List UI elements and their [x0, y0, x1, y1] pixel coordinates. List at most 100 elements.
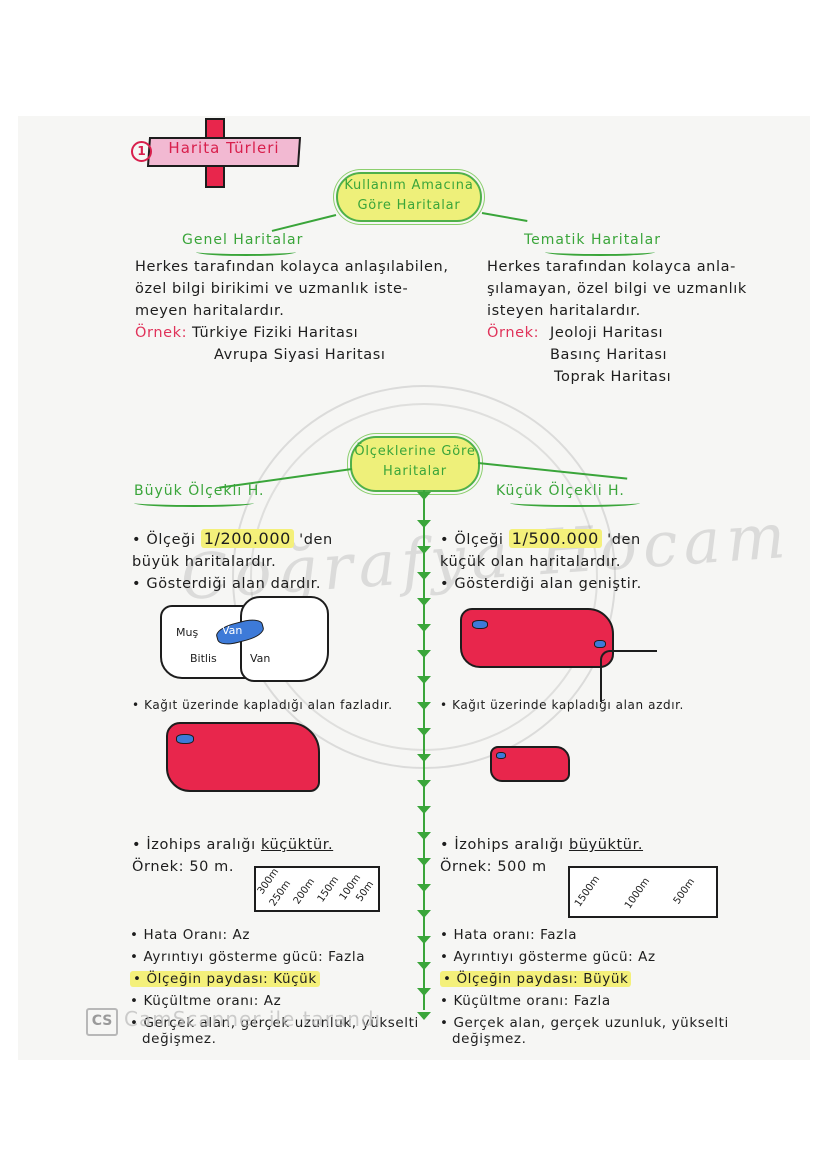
text-line: Örnek: 500 m — [440, 859, 547, 875]
property-item: • Hata Oranı: Az — [130, 927, 251, 943]
property-item: • Gerçek alan, gerçek uzunluk, yükselti — [440, 1015, 729, 1031]
divider-vine — [423, 490, 425, 1010]
bubble-line-1: Kullanım Amacına — [344, 178, 474, 193]
wavy-underline — [510, 499, 640, 507]
contour-label: 200m — [291, 876, 318, 907]
contour-box-small-interval: 300m 250m 200m 150m 100m 50m — [254, 866, 380, 912]
property-item-highlight: • Ölçeğin paydası: Küçük — [130, 971, 320, 987]
wavy-underline — [196, 248, 296, 256]
chevron-down-icon — [417, 492, 431, 500]
large-scale-properties: • Hata Oranı: Az • Ayrıntıyı gösterme gü… — [130, 924, 419, 1050]
chevron-down-icon — [417, 806, 431, 814]
chevron-down-icon — [417, 702, 431, 710]
property-item: • Küçültme oranı: Fazla — [440, 993, 611, 1009]
property-item: • Küçültme oranı: Az — [130, 993, 282, 1009]
general-maps-description: Herkes tarafından kolayca anlaşılabilen,… — [135, 256, 449, 322]
text-line: özel bilgi birikimi ve uzmanlık iste- — [135, 281, 409, 297]
bubble-line-2: Haritalar — [383, 464, 447, 479]
chevron-down-icon — [417, 988, 431, 996]
property-item: değişmez. — [142, 1031, 217, 1047]
chevron-down-icon — [417, 754, 431, 762]
chevron-down-icon — [417, 520, 431, 528]
text-segment: 'den — [299, 532, 333, 548]
contour-box-large-interval: 1500m 1000m 500m — [568, 866, 718, 918]
heading-small-scale: Küçük Ölçekli H. — [496, 483, 625, 499]
camscanner-logo-icon: CS — [86, 1008, 118, 1036]
text-line: küçük olan haritalardır. — [440, 554, 622, 570]
map-label: Van — [222, 624, 243, 637]
property-item: • Ayrıntıyı gösterme gücü: Fazla — [130, 949, 366, 965]
contour-interval-line: • İzohips aralığı büyüktür. Örnek: 500 m — [440, 834, 643, 878]
chevron-down-icon — [417, 832, 431, 840]
contour-interval-line: • İzohips aralığı küçüktür. Örnek: 50 m. — [132, 834, 333, 878]
text-line: Örnek: 50 m. — [132, 859, 235, 875]
bubble-by-scale: Ölçeklerine Göre Haritalar — [350, 436, 480, 492]
paper-area-line: • Kağıt üzerinde kapladığı alan azdır. — [440, 698, 684, 712]
property-item-highlight: • Ölçeğin paydası: Büyük — [440, 971, 632, 987]
chevron-down-icon — [417, 572, 431, 580]
chevron-down-icon — [417, 728, 431, 736]
chevron-down-icon — [417, 650, 431, 658]
turkey-map-large — [166, 722, 320, 792]
example-label: Örnek: — [487, 325, 540, 341]
text-line: • Gösterdiği alan dardır. — [132, 576, 322, 592]
example-item: Avrupa Siyasi Haritası — [214, 347, 386, 363]
regional-map-van — [240, 596, 329, 682]
chevron-down-icon — [417, 910, 431, 918]
thematic-examples: Jeoloji Haritası Basınç Haritası Toprak … — [550, 322, 671, 388]
property-item: • Hata oranı: Fazla — [440, 927, 578, 943]
bubble-usage-purpose: Kullanım Amacına Göre Haritalar — [336, 172, 482, 222]
text-segment: • Ölçeği — [132, 532, 196, 548]
property-item: • Ayrıntıyı gösterme gücü: Az — [440, 949, 656, 965]
text-segment: büyüktür. — [568, 837, 644, 853]
text-line: büyük haritalardır. — [132, 554, 277, 570]
example-item: Türkiye Fiziki Haritası — [192, 325, 359, 341]
contour-label: 1000m — [623, 875, 653, 912]
text-segment: küçüktür. — [260, 837, 334, 853]
map-label: Bitlis — [190, 652, 217, 665]
bubble-line-1: Ölçeklerine Göre — [354, 444, 476, 459]
text-line: şılamayan, özel bilgi ve uzmanlık — [487, 281, 747, 297]
neighbor-border-outline — [600, 650, 657, 702]
map-label: Muş — [176, 626, 199, 639]
general-examples: Türkiye Fiziki Haritası Avrupa Siyasi Ha… — [192, 322, 386, 366]
thematic-maps-description: Herkes tarafından kolayca anla- şılamaya… — [487, 256, 747, 322]
small-scale-definition: • Ölçeği 1/500.000 'den küçük olan harit… — [440, 528, 642, 595]
chevron-down-icon — [417, 962, 431, 970]
chevron-down-icon — [417, 546, 431, 554]
small-scale-properties: • Hata oranı: Fazla • Ayrıntıyı gösterme… — [440, 924, 729, 1050]
lake-icon — [472, 620, 488, 629]
scale-value-highlight: 1/200.000 — [200, 529, 294, 548]
example-label: Örnek: — [135, 325, 188, 341]
contour-label: 1500m — [573, 873, 603, 910]
chevron-down-icon — [417, 780, 431, 788]
heading-thematic-maps: Tematik Haritalar — [524, 232, 661, 248]
text-line: • Gösterdiği alan geniştir. — [440, 576, 642, 592]
chevron-down-icon — [417, 1012, 431, 1020]
chevron-down-icon — [417, 884, 431, 892]
wavy-underline — [545, 248, 655, 256]
section-number: 1 — [131, 141, 152, 162]
text-segment: 'den — [607, 532, 641, 548]
chevron-down-icon — [417, 936, 431, 944]
property-item: değişmez. — [452, 1031, 527, 1047]
heading-large-scale: Büyük Ölçekli H. — [134, 483, 265, 499]
text-segment: • İzohips aralığı — [132, 837, 256, 853]
chevron-down-icon — [417, 598, 431, 606]
large-scale-definition: • Ölçeği 1/200.000 'den büyük haritalard… — [132, 528, 333, 595]
text-line: meyen haritalardır. — [135, 303, 285, 319]
lake-icon — [176, 734, 194, 744]
bubble-line-2: Göre Haritalar — [357, 198, 461, 213]
page-title: Harita Türleri — [168, 139, 280, 157]
paper-area-line: • Kağıt üzerinde kapladığı alan fazladır… — [132, 698, 393, 712]
map-label: Van — [250, 652, 271, 665]
wavy-underline — [134, 499, 254, 507]
contour-label: 150m — [315, 874, 342, 905]
camscanner-watermark-text: CamScanner ile tarandı — [124, 1007, 382, 1031]
lake-icon — [594, 640, 606, 648]
text-line: isteyen haritalardır. — [487, 303, 641, 319]
text-segment: • Ölçeği — [440, 532, 504, 548]
text-line: Herkes tarafından kolayca anlaşılabilen, — [135, 259, 449, 275]
heading-general-maps: Genel Haritalar — [182, 232, 304, 248]
example-item: Jeoloji Haritası — [550, 325, 664, 341]
